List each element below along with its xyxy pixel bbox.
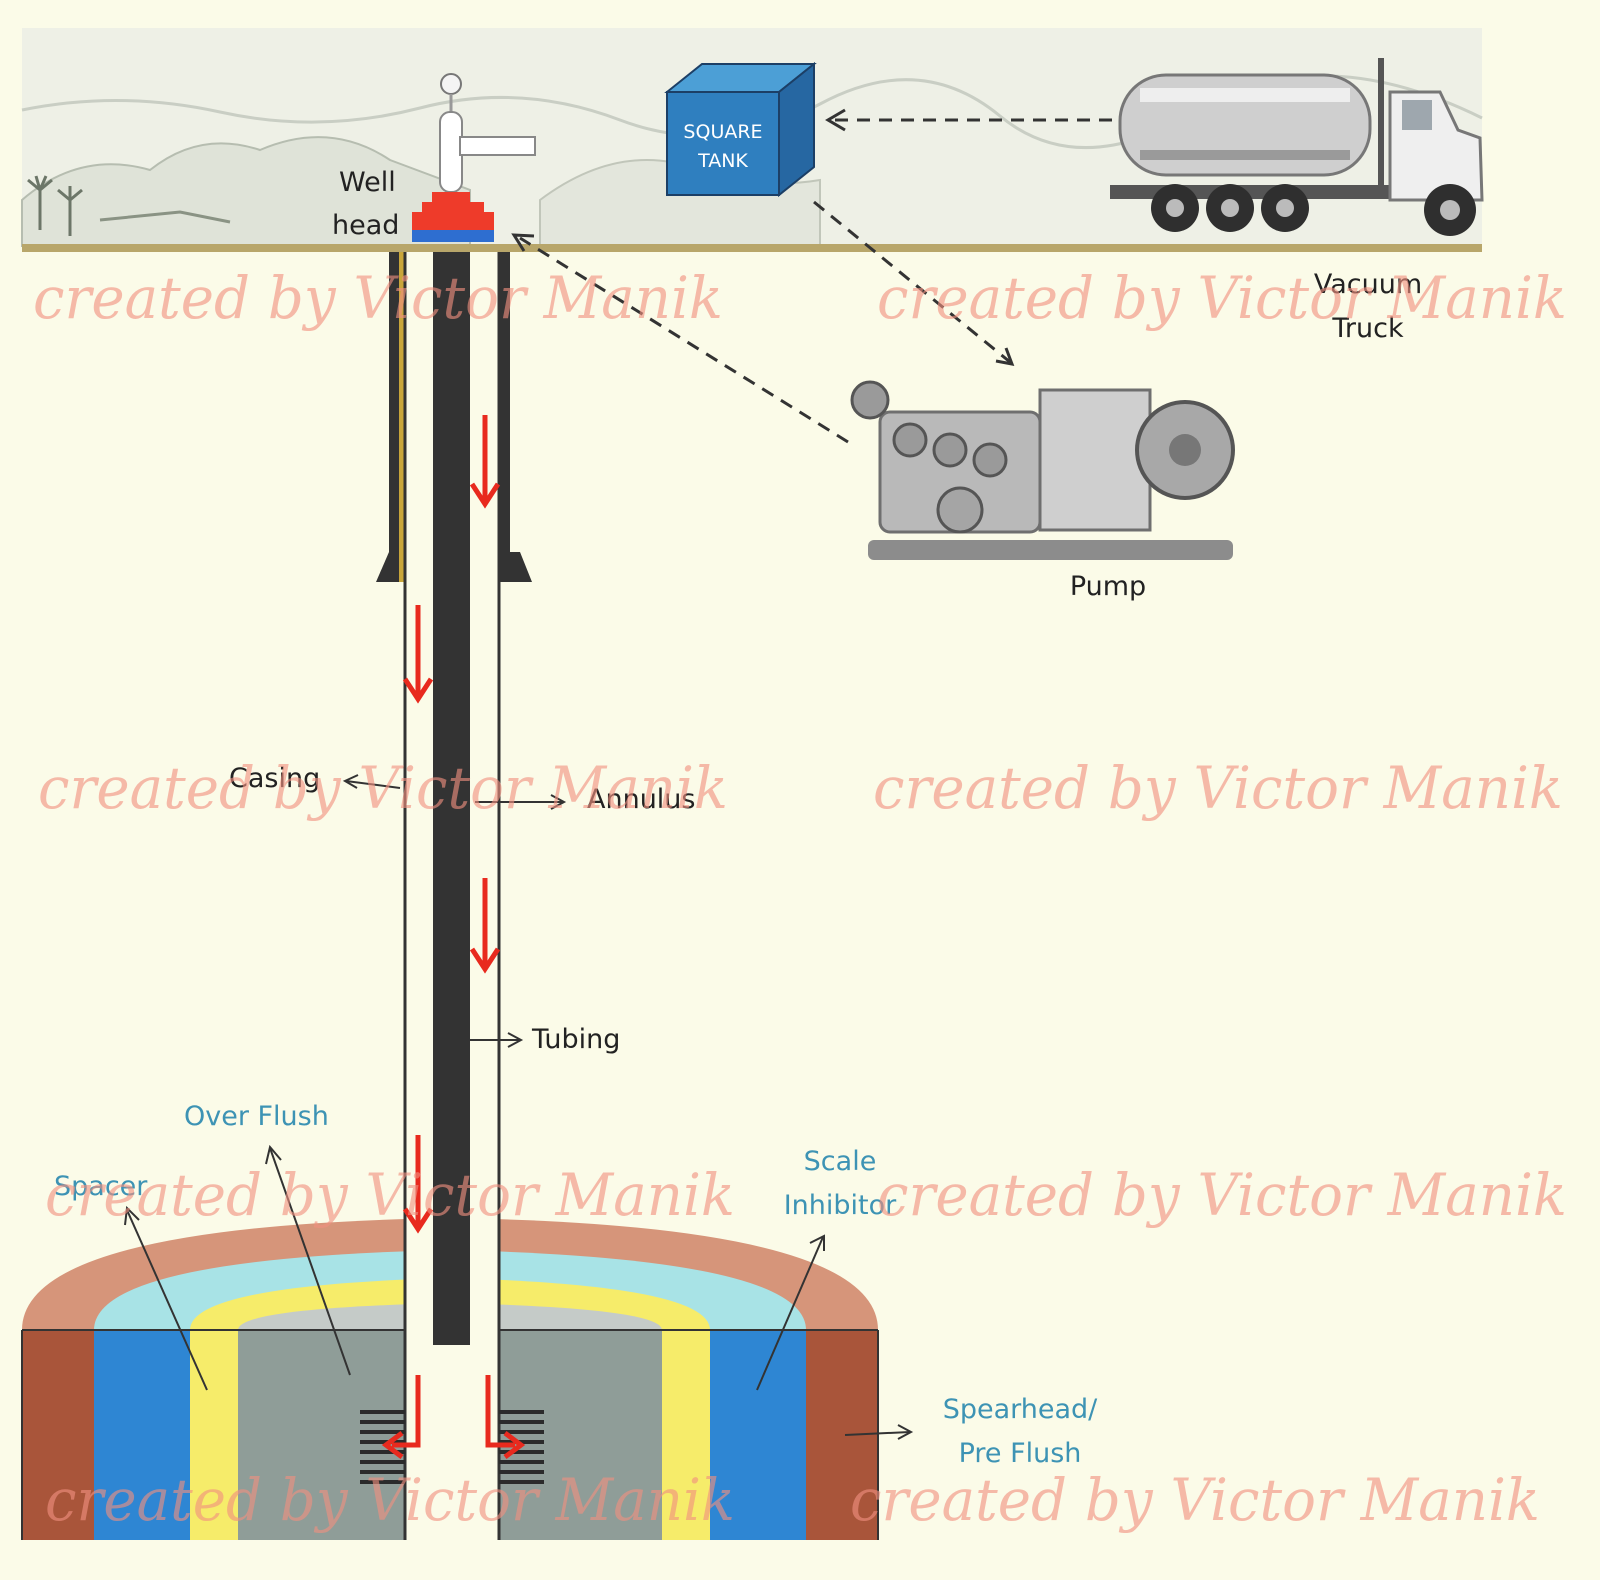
zone-scale-inhibitor-right <box>710 1330 806 1540</box>
annulus-pointer <box>475 794 567 810</box>
watermarks: created by Victor Manik created by Victo… <box>33 264 1567 1534</box>
ground-line <box>22 244 1482 252</box>
tubing-string <box>433 252 470 1345</box>
vacuum-truck-icon <box>1110 58 1484 236</box>
zone-spacer-right <box>662 1330 710 1540</box>
annulus-label: Annulus <box>587 784 696 815</box>
zone-spacer-left <box>190 1330 238 1540</box>
watermark-text: created by Victor Manik <box>38 754 728 822</box>
pump-arrowhead <box>995 347 1015 366</box>
outflow-arrow-right <box>485 1375 526 1459</box>
spearhead-label-line2: Pre Flush <box>959 1438 1082 1469</box>
zone-spearhead-left <box>22 1330 94 1540</box>
zone-scale-inhibitor-left <box>94 1330 190 1540</box>
tank-to-pump-line <box>813 200 1011 364</box>
spacer-pointer <box>124 1205 208 1391</box>
perforations <box>360 1410 544 1484</box>
wellhead-label-line1: Well <box>339 167 396 198</box>
spacer-label: Spacer <box>54 1171 148 1202</box>
wellhead-arrowhead <box>511 233 535 252</box>
flow-direction-arrows <box>381 415 526 1459</box>
scale-inhibitor-pointer <box>756 1234 825 1391</box>
watermark-text: created by Victor Manik <box>45 1466 735 1534</box>
pump-icon <box>850 380 1235 560</box>
watermark-text: created by Victor Manik <box>873 754 1563 822</box>
truck-label-line2: Truck <box>1331 313 1404 344</box>
watermark-text: created by Victor Manik <box>877 1161 1567 1229</box>
tank-arrowhead <box>825 108 846 132</box>
scale-inhibitor-label-line1: Scale <box>804 1146 877 1177</box>
tank-label-line1: SQUARE <box>683 121 762 143</box>
overflush-pointer <box>265 1144 351 1376</box>
square-tank-icon <box>664 61 817 198</box>
scale-inhibitor-label-line2: Inhibitor <box>784 1190 897 1221</box>
outflow-arrow-left <box>381 1375 421 1459</box>
overflush-label: Over Flush <box>184 1101 329 1132</box>
pump-label: Pump <box>1070 571 1146 602</box>
truck-label-line1: Vacuum <box>1314 269 1422 300</box>
wellhead-icon <box>412 73 536 242</box>
casing-pointer <box>342 774 401 789</box>
tubing-label: Tubing <box>531 1024 620 1055</box>
watermark-text: created by Victor Manik <box>877 264 1567 332</box>
down-arrow <box>469 878 501 974</box>
down-arrow <box>469 415 501 509</box>
watermark-text: created by Victor Manik <box>45 1161 735 1229</box>
flow-arrowheads <box>511 108 1015 366</box>
watermark-text: created by Victor Manik <box>850 1466 1540 1534</box>
wellhead-label-line2: head <box>332 210 399 241</box>
pointer-lines <box>124 774 914 1440</box>
spearhead-label-line1: Spearhead/ <box>943 1394 1098 1425</box>
spearhead-pointer <box>844 1424 914 1440</box>
tank-label-line2: TANK <box>697 150 748 172</box>
tubing-pointer <box>470 1032 524 1048</box>
watermark-text: created by Victor Manik <box>33 264 723 332</box>
down-arrow <box>402 1135 434 1234</box>
down-arrow <box>402 605 434 704</box>
casing-label: Casing <box>229 763 320 794</box>
flow-lines <box>519 118 1112 444</box>
